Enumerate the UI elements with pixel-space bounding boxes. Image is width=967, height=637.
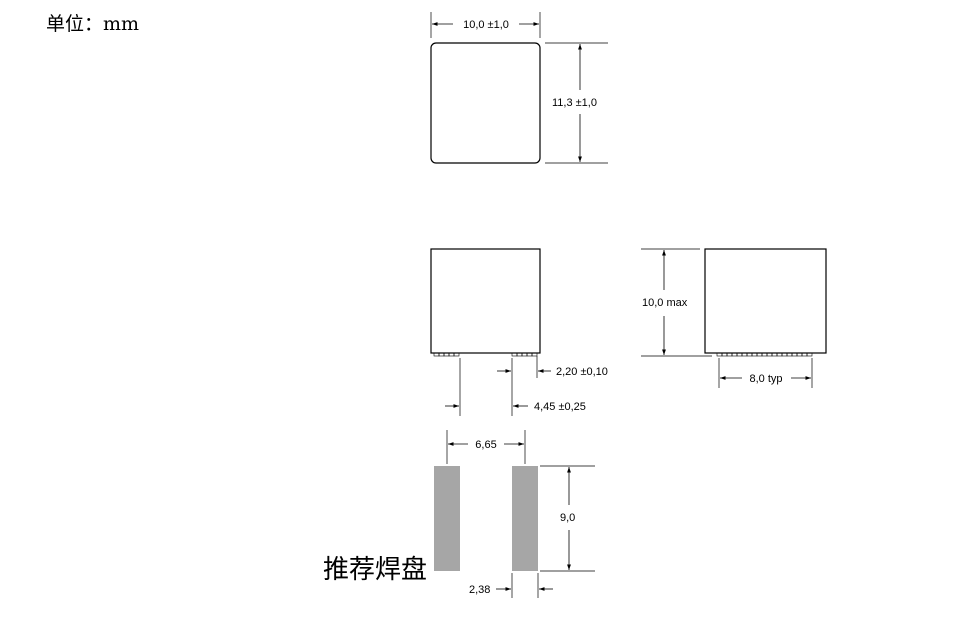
unit-label: 单位：mm bbox=[46, 13, 139, 35]
pad-left bbox=[434, 466, 460, 571]
recommended-pads: 6,65 9,0 2,38 bbox=[434, 430, 595, 598]
side-view: 10,0 max 8,0 typ bbox=[641, 248, 827, 388]
front-view: 2,20 ±0,10 4,45 ±0,25 bbox=[430, 248, 608, 416]
top-view-outline bbox=[430, 42, 541, 164]
pad-width-dim: 2,38 bbox=[469, 584, 490, 596]
side-pins bbox=[716, 352, 813, 357]
section-label: 推荐焊盘 bbox=[323, 555, 427, 585]
front-view-outline bbox=[430, 248, 541, 354]
front-left-pins bbox=[433, 352, 460, 357]
pin-offset-dim: 4,45 ±0,25 bbox=[534, 401, 586, 413]
top-width-dim: 10,0 ±1,0 bbox=[463, 19, 509, 31]
top-view: 10,0 ±1,0 11,3 ±1,0 bbox=[430, 12, 608, 164]
pin-width-dim: 2,20 ±0,10 bbox=[556, 366, 608, 378]
pad-right bbox=[512, 466, 538, 571]
height-max-dim: 10,0 max bbox=[642, 297, 688, 309]
side-view-outline bbox=[704, 248, 827, 354]
top-height-dim: 11,3 ±1,0 bbox=[552, 97, 597, 109]
pin-pitch-dim: 8,0 typ bbox=[749, 373, 782, 385]
pad-length-dim: 9,0 bbox=[560, 512, 575, 524]
front-right-pins bbox=[511, 352, 538, 357]
pad-pitch-dim: 6,65 bbox=[475, 439, 496, 451]
